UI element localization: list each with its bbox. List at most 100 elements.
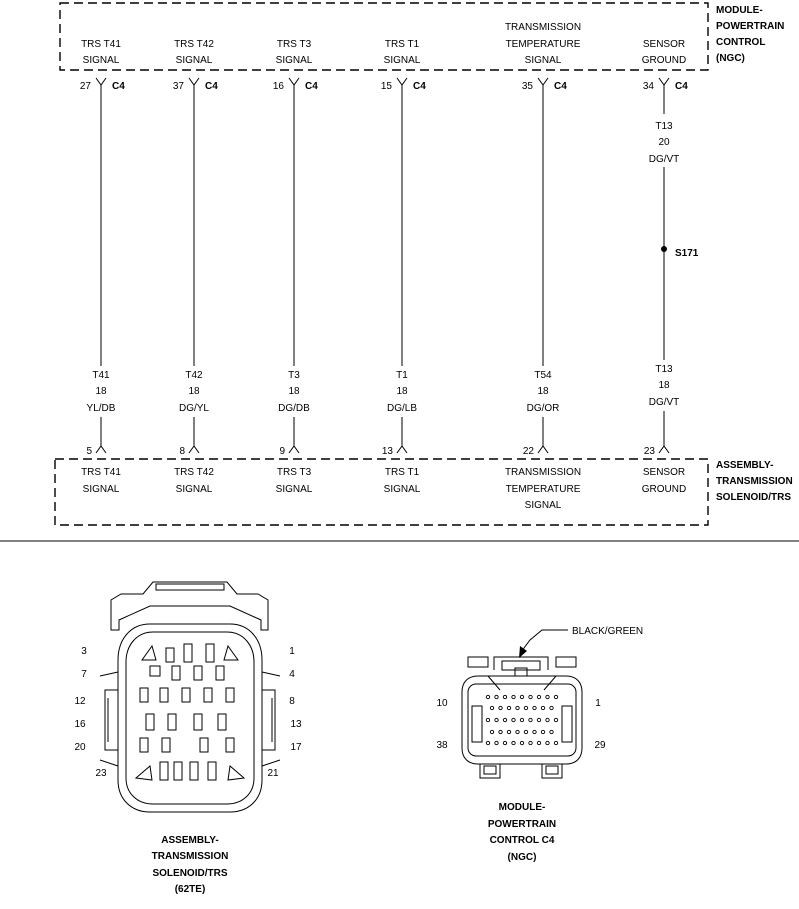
c4-terminal-cavity (523, 705, 529, 711)
caption-line: CONTROL C4 (490, 835, 555, 846)
pcm-pin-label: TRS T41 (81, 39, 121, 50)
pcm-pin-labels: TRS T41 SIGNAL TRS T42 SIGNAL TRS T3 SIG… (81, 22, 686, 66)
key-triangle-icon (134, 765, 153, 781)
c4-terminal-cavity (519, 717, 525, 723)
cavity-number: 17 (290, 742, 302, 753)
solenoid-pin-label: SENSOR (643, 467, 685, 478)
pcm-pin-label: SIGNAL (176, 55, 213, 66)
wire-gauge: 18 (658, 380, 670, 391)
c4-terminal-cavity (515, 705, 520, 711)
circuit-id: T42 (185, 370, 203, 381)
wire-color: YL/DB (87, 403, 116, 414)
c4-terminal-cavity (528, 694, 533, 700)
caption-line: TRANSMISSION (152, 851, 229, 862)
pcm-pin-label: SIGNAL (276, 55, 313, 66)
terminal-cavity (183, 643, 193, 663)
terminal-cavity (181, 687, 191, 703)
terminal-cavity (225, 737, 235, 753)
c4-terminal-cavity (506, 729, 512, 735)
c4-terminal-cavity (489, 729, 495, 735)
terminal-cavity (161, 737, 171, 753)
connector-id: C4 (413, 81, 426, 92)
male-terminal-icon (95, 445, 107, 454)
key-triangle-icon (227, 765, 246, 781)
pin-number: 22 (523, 446, 535, 457)
terminal-cavity (167, 713, 177, 731)
terminal-cavity (215, 665, 225, 681)
pcm-title-line: POWERTRAIN (716, 21, 784, 32)
latch-arm-line (99, 759, 119, 767)
connector-clip (555, 656, 577, 668)
connector-body-outline (117, 623, 263, 813)
solenoid-pin-label: SIGNAL (525, 500, 562, 511)
solenoid-terminals: 5 8 9 13 22 23 (86, 445, 670, 457)
cavity-number: 16 (74, 719, 86, 730)
cavity-number: 13 (290, 719, 302, 730)
connector-foot (479, 764, 501, 779)
wire-color: DG/VT (649, 154, 680, 165)
c4-terminal-cavity (511, 717, 516, 723)
c4-side-block (561, 705, 573, 743)
wire-gauge: 18 (537, 386, 549, 397)
c4-body-inner (467, 683, 577, 757)
pcm-pin-label: GROUND (642, 55, 686, 66)
c4-caption: MODULE- POWERTRAIN CONTROL C4 (NGC) (488, 802, 556, 863)
cavity-number: 10 (436, 698, 448, 709)
connector-clip (467, 656, 489, 668)
solenoid-pin-label: TRS T42 (174, 467, 214, 478)
c4-terminal-cavity (494, 717, 499, 723)
pcm-terminals: 27 C4 37 C4 16 C4 15 C4 35 C4 34 C4 (80, 77, 688, 92)
connector-id: C4 (305, 81, 318, 92)
solenoid-title-line: ASSEMBLY- (716, 460, 773, 471)
pin-number: 16 (273, 81, 285, 92)
circuit-id: T41 (92, 370, 110, 381)
c4-terminal-cavity (494, 740, 499, 746)
c4-body-outline (461, 675, 583, 765)
solenoid-pin-label: SIGNAL (276, 484, 313, 495)
female-terminal-icon (95, 77, 107, 86)
pin-number: 8 (179, 446, 185, 457)
c4-terminal-cavity (489, 705, 495, 711)
circuit-id: T13 (655, 121, 673, 132)
pcm-pin-label: TRS T3 (277, 39, 312, 50)
female-terminal-icon (188, 77, 200, 86)
solenoid-pin-label: TEMPERATURE (506, 484, 581, 495)
cavity-number: 20 (74, 742, 86, 753)
pin-number: 9 (279, 446, 285, 457)
c4-terminal-cavity (511, 740, 516, 746)
cavity-number: 29 (594, 740, 606, 751)
terminal-cavity (189, 761, 199, 781)
pcm-pin-label: SIGNAL (83, 55, 120, 66)
wires: S171 (100, 85, 699, 446)
c4-callout: BLACK/GREEN (519, 626, 643, 658)
c4-terminal-cavity (498, 729, 503, 735)
pin-number: 15 (381, 81, 393, 92)
c4-terminal-cavity (553, 694, 559, 700)
terminal-cavity (139, 737, 149, 753)
pin-number: 5 (86, 446, 92, 457)
pin-number: 35 (522, 81, 534, 92)
c4-terminal-cavity (545, 694, 550, 700)
c4-terminal-cavity (545, 717, 550, 723)
solenoid-title-line: SOLENOID/TRS (716, 492, 791, 503)
splice-label: S171 (675, 248, 699, 259)
wire-gauge: 18 (396, 386, 408, 397)
terminal-cavity (225, 687, 235, 703)
c4-terminal-cavity (519, 694, 525, 700)
solenoid-connector-caption: ASSEMBLY- TRANSMISSION SOLENOID/TRS (62T… (152, 835, 229, 895)
pcm-pin-label: SIGNAL (525, 55, 562, 66)
pcm-pin-label: TRS T42 (174, 39, 214, 50)
c4-terminal-cavity (536, 694, 542, 700)
c4-terminal-cavity (519, 740, 525, 746)
c4-terminal-cavity (502, 740, 508, 746)
latch-tab (501, 660, 541, 671)
key-triangle-icon (223, 644, 239, 661)
foot-detail (483, 765, 497, 775)
solenoid-pin-label: SIGNAL (83, 484, 120, 495)
solenoid-connector-pin-numbers: 3 7 12 16 20 23 1 4 8 13 17 21 (74, 646, 302, 779)
caption-line: POWERTRAIN (488, 819, 556, 830)
terminal-cavity (207, 761, 217, 781)
pcm-pin-label: TRS T1 (385, 39, 420, 50)
female-terminal-icon (288, 77, 300, 86)
terminal-cavity (171, 665, 181, 681)
